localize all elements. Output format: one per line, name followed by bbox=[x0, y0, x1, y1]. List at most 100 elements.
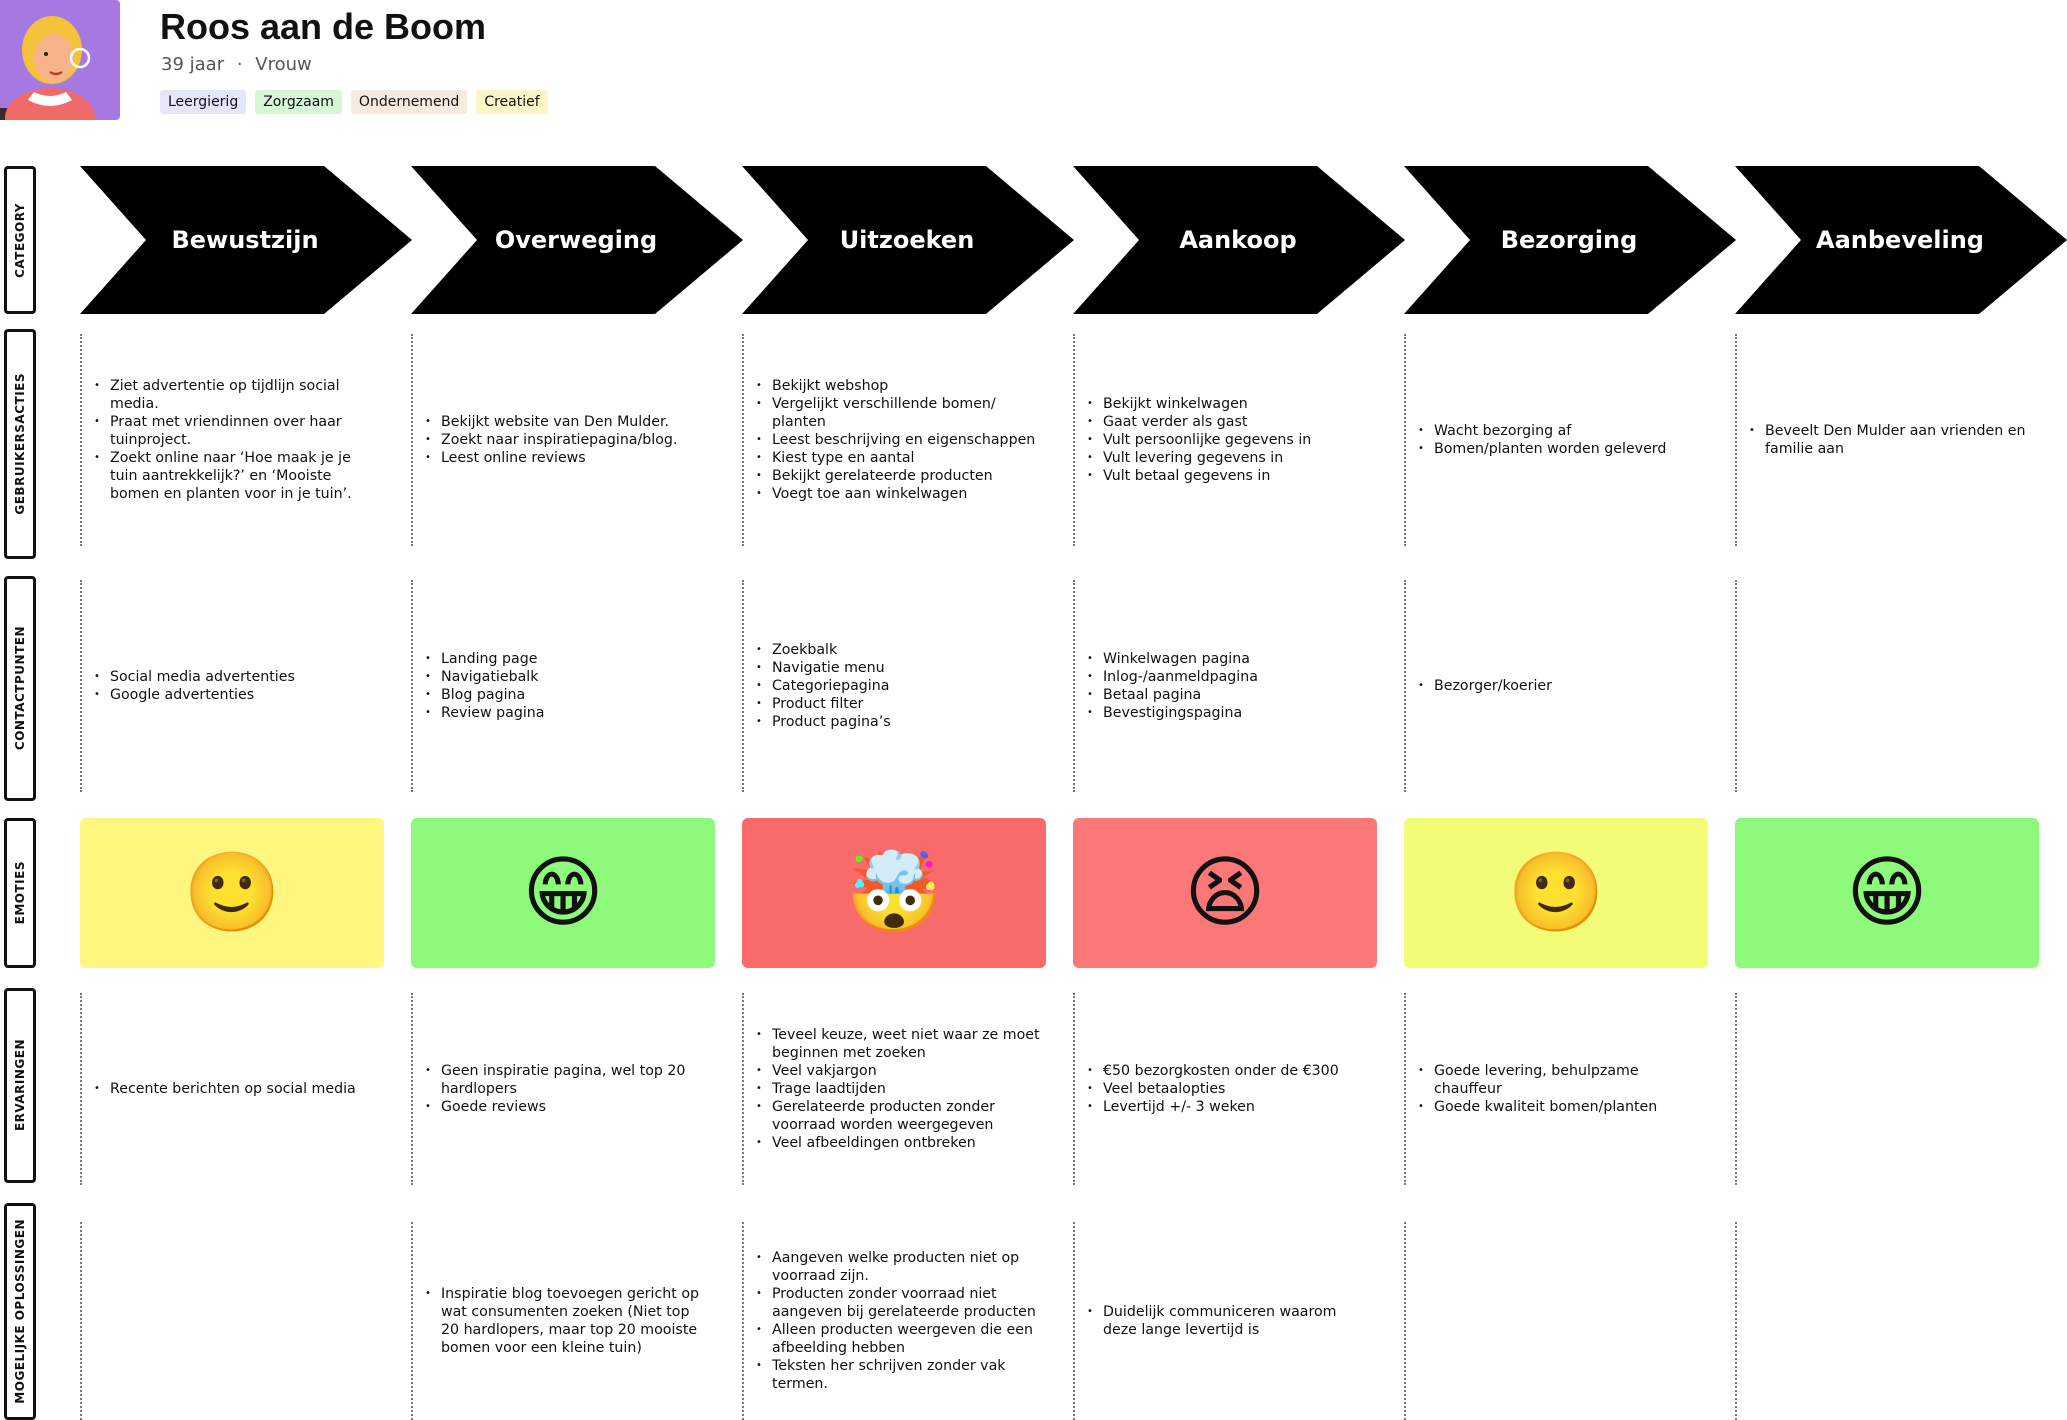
touchpoint-list: Social media advertentiesGoogle adverten… bbox=[82, 668, 380, 704]
touchpoint-cell: Winkelwagen paginaInlog-/aanmeldpaginaBe… bbox=[1073, 580, 1373, 792]
touchpoint-item: Navigatie menu bbox=[756, 659, 1042, 677]
action-item: Bomen/planten worden geleverd bbox=[1418, 440, 1704, 458]
experience-cell: Teveel keuze, weet niet waar ze moet beg… bbox=[742, 993, 1042, 1185]
persona-avatar bbox=[0, 0, 120, 120]
phase-label: Aankoop bbox=[1179, 226, 1297, 254]
touchpoint-item: Blog pagina bbox=[425, 686, 711, 704]
touchpoint-item: Product pagina’s bbox=[756, 713, 1042, 731]
phase-chevron bbox=[742, 166, 1074, 314]
touchpoint-item: Product filter bbox=[756, 695, 1042, 713]
persona-tag: Zorgzaam bbox=[255, 90, 342, 114]
action-list: Bekijkt website van Den Mulder.Zoekt naa… bbox=[413, 413, 711, 467]
experience-cell: Recente berichten op social media bbox=[80, 993, 380, 1185]
solution-item: Producten zonder voorraad niet aangeven … bbox=[756, 1285, 1042, 1321]
action-item: Bekijkt website van Den Mulder. bbox=[425, 413, 711, 431]
phase-chevron bbox=[411, 166, 743, 314]
touchpoint-item: Inlog-/aanmeldpagina bbox=[1087, 668, 1373, 686]
touchpoint-cell: Bezorger/koerier bbox=[1404, 580, 1704, 792]
emotion-card: 😫 bbox=[1073, 818, 1377, 968]
experience-item: Teveel keuze, weet niet waar ze moet beg… bbox=[756, 1026, 1042, 1062]
phase-bezorging: Bezorging bbox=[1404, 166, 1740, 314]
slightly-smiling-face-icon: 🙂 bbox=[183, 848, 281, 938]
action-item: Ziet advertentie op tijdlijn social medi… bbox=[94, 377, 380, 413]
phase-label: Bezorging bbox=[1500, 226, 1638, 254]
experience-list: Teveel keuze, weet niet waar ze moet beg… bbox=[744, 1026, 1042, 1152]
action-cell: Ziet advertentie op tijdlijn social medi… bbox=[80, 334, 380, 546]
row-label-solutions: MOGELIJKE OPLOSSINGEN bbox=[4, 1203, 36, 1420]
touchpoint-list: Bezorger/koerier bbox=[1406, 677, 1704, 695]
phase-uitzoeken: Uitzoeken bbox=[742, 166, 1078, 314]
experience-item: Veel afbeeldingen ontbreken bbox=[756, 1134, 1042, 1152]
row-label-touchpoints: CONTACTPUNTEN bbox=[4, 576, 36, 801]
experience-item: Goede reviews bbox=[425, 1098, 711, 1116]
solution-cell bbox=[1404, 1222, 1704, 1420]
experience-list: Recente berichten op social media bbox=[82, 1080, 380, 1098]
action-item: Voegt toe aan winkelwagen bbox=[756, 485, 1042, 503]
touchpoint-item: Google advertenties bbox=[94, 686, 380, 704]
touchpoint-item: Categoriepagina bbox=[756, 677, 1042, 695]
emotion-card: 🙂 bbox=[1404, 818, 1708, 968]
action-item: Leest online reviews bbox=[425, 449, 711, 467]
phase-label: Aanbeveling bbox=[1816, 226, 1984, 254]
touchpoint-list: ZoekbalkNavigatie menuCategoriepaginaPro… bbox=[744, 641, 1042, 731]
action-item: Beveelt Den Mulder aan vrienden en famil… bbox=[1749, 422, 2035, 458]
solution-cell bbox=[1735, 1222, 2035, 1420]
experience-item: Trage laadtijden bbox=[756, 1080, 1042, 1098]
experience-item: Geen inspiratie pagina, wel top 20 hardl… bbox=[425, 1062, 711, 1098]
action-item: Vult betaal gegevens in bbox=[1087, 467, 1373, 485]
action-list: Wacht bezorging afBomen/planten worden g… bbox=[1406, 422, 1704, 458]
phase-label: Overweging bbox=[494, 226, 658, 254]
experience-item: Gerelateerde producten zonder voorraad w… bbox=[756, 1098, 1042, 1134]
action-item: Praat met vriendinnen over haar tuinproj… bbox=[94, 413, 380, 449]
action-item: Vergelijkt verschillende bomen/ planten bbox=[756, 395, 1042, 431]
row-label-emotions: EMOTIES bbox=[4, 818, 36, 968]
action-item: Zoekt online naar ‘Hoe maak je je tuin a… bbox=[94, 449, 380, 503]
experience-list: Goede levering, behulpzame chauffeurGoed… bbox=[1406, 1062, 1704, 1116]
phase-label: Bewustzijn bbox=[171, 226, 319, 254]
persona-gender: Vrouw bbox=[255, 54, 312, 75]
action-item: Zoekt naar inspiratiepagina/blog. bbox=[425, 431, 711, 449]
action-item: Kiest type en aantal bbox=[756, 449, 1042, 467]
solution-list: Aangeven welke producten niet op voorraa… bbox=[744, 1249, 1042, 1393]
solution-item: Aangeven welke producten niet op voorraa… bbox=[756, 1249, 1042, 1285]
beaming-face-icon: 😁 bbox=[1846, 848, 1928, 938]
solution-list: Inspiratie blog toevoegen gericht op wat… bbox=[413, 1285, 711, 1357]
action-item: Gaat verder als gast bbox=[1087, 413, 1373, 431]
touchpoint-item: Zoekbalk bbox=[756, 641, 1042, 659]
touchpoint-item: Social media advertenties bbox=[94, 668, 380, 686]
experience-item: Recente berichten op social media bbox=[94, 1080, 380, 1098]
touchpoint-cell: Social media advertentiesGoogle adverten… bbox=[80, 580, 380, 792]
experience-item: Goede kwaliteit bomen/planten bbox=[1418, 1098, 1704, 1116]
emotion-card: 😁 bbox=[1735, 818, 2039, 968]
persona-name: Roos aan de Boom bbox=[160, 6, 487, 47]
experience-item: €50 bezorgkosten onder de €300 bbox=[1087, 1062, 1373, 1080]
touchpoint-list: Winkelwagen paginaInlog-/aanmeldpaginaBe… bbox=[1075, 650, 1373, 722]
touchpoint-cell: ZoekbalkNavigatie menuCategoriepaginaPro… bbox=[742, 580, 1042, 792]
emotion-card: 🙂 bbox=[80, 818, 384, 968]
solution-item: Teksten her schrijven zonder vak termen. bbox=[756, 1357, 1042, 1393]
action-item: Bekijkt winkelwagen bbox=[1087, 395, 1373, 413]
touchpoint-item: Betaal pagina bbox=[1087, 686, 1373, 704]
emotion-card: 🤯 bbox=[742, 818, 1046, 968]
experience-list: Geen inspiratie pagina, wel top 20 hardl… bbox=[413, 1062, 711, 1116]
persona-tag: Creatief bbox=[476, 90, 548, 114]
solution-cell: Inspiratie blog toevoegen gericht op wat… bbox=[411, 1222, 711, 1420]
touchpoint-cell: Landing pageNavigatiebalkBlog paginaRevi… bbox=[411, 580, 711, 792]
touchpoint-item: Bezorger/koerier bbox=[1418, 677, 1704, 695]
meta-separator: · bbox=[236, 54, 243, 75]
touchpoint-item: Bevestigingspagina bbox=[1087, 704, 1373, 722]
persona-meta: 39 jaar · Vrouw bbox=[161, 54, 319, 75]
action-item: Bekijkt webshop bbox=[756, 377, 1042, 395]
action-list: Beveelt Den Mulder aan vrienden en famil… bbox=[1737, 422, 2035, 458]
phase-aanbeveling: Aanbeveling bbox=[1735, 166, 2067, 314]
action-cell: Beveelt Den Mulder aan vrienden en famil… bbox=[1735, 334, 2035, 546]
action-item: Vult levering gegevens in bbox=[1087, 449, 1373, 467]
action-item: Bekijkt gerelateerde producten bbox=[756, 467, 1042, 485]
phase-chevron bbox=[1404, 166, 1736, 314]
tired-face-icon: 😫 bbox=[1184, 848, 1266, 938]
solution-item: Alleen producten weergeven die een afbee… bbox=[756, 1321, 1042, 1357]
action-list: Bekijkt webshopVergelijkt verschillende … bbox=[744, 377, 1042, 503]
solution-cell: Aangeven welke producten niet op voorraa… bbox=[742, 1222, 1042, 1420]
solution-item: Inspiratie blog toevoegen gericht op wat… bbox=[425, 1285, 711, 1357]
action-item: Vult persoonlijke gegevens in bbox=[1087, 431, 1373, 449]
